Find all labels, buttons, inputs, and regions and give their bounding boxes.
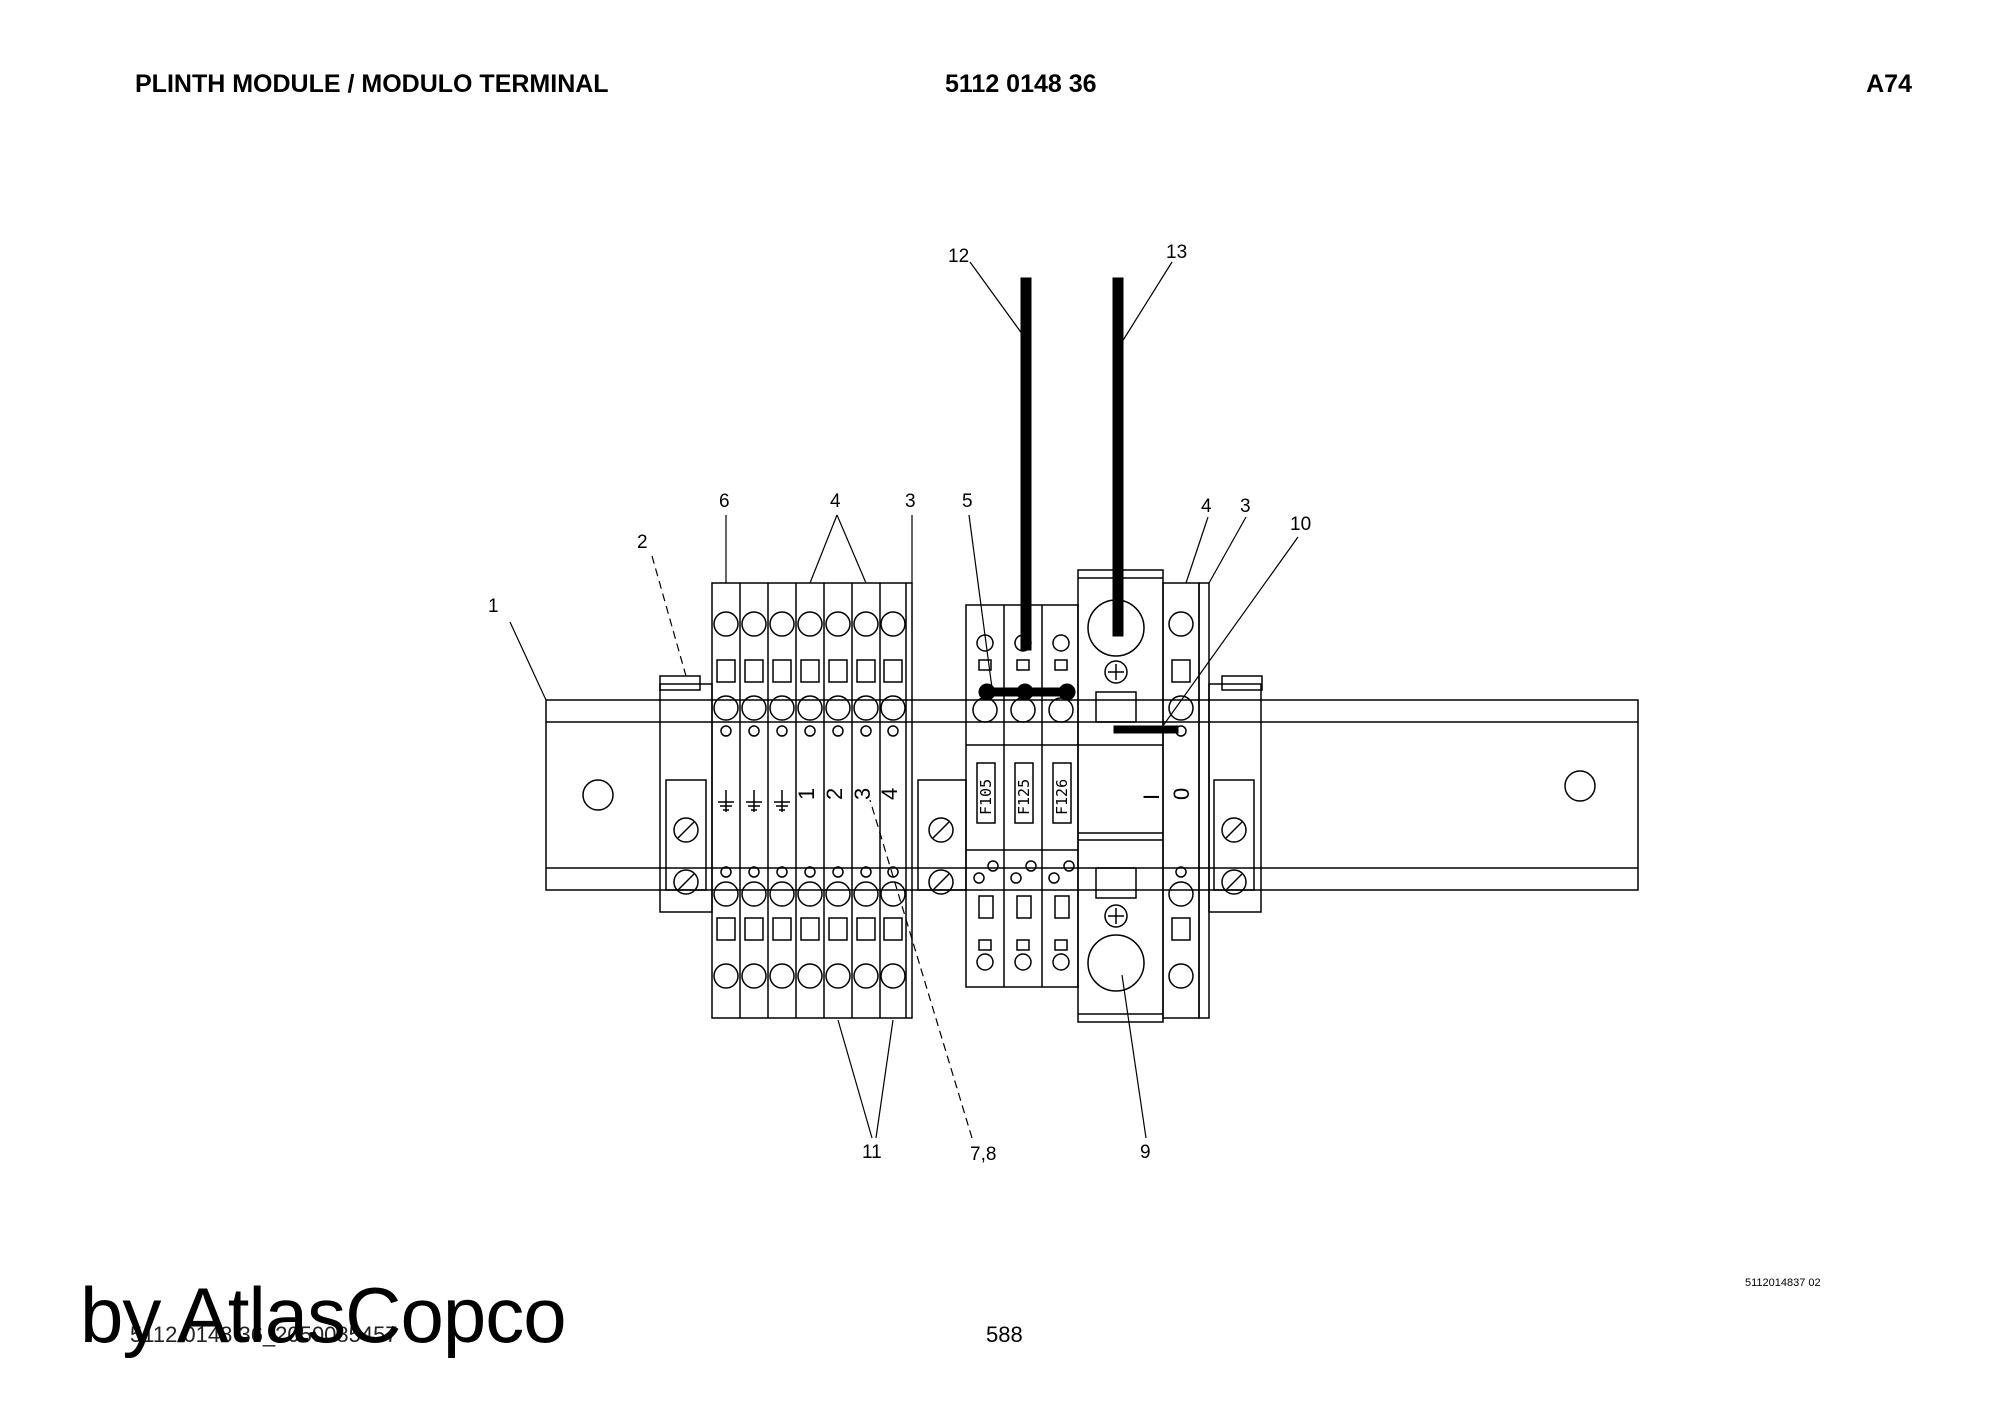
page-reference: A74 <box>1866 70 1912 98</box>
terminal-bottom-holes <box>713 866 906 989</box>
fuse-label: F105 <box>977 779 995 815</box>
switch-labels: I 0 <box>1139 788 1194 800</box>
page-number: 588 <box>986 1322 1023 1347</box>
callout: 6 <box>719 491 730 512</box>
end-clamp-middle <box>917 779 967 895</box>
terminal-number: 3 <box>850 788 875 800</box>
switch-label: 0 <box>1169 788 1194 800</box>
callout: 3 <box>905 491 916 512</box>
callout: 3 <box>1240 496 1251 517</box>
fuse-label: F125 <box>1015 779 1033 815</box>
terminal-number: 1 <box>794 788 819 800</box>
callout: 13 <box>1166 242 1187 263</box>
terminal-number-labels: 1 2 3 4 <box>794 788 902 800</box>
cables <box>978 277 1179 734</box>
cable-12 <box>1020 277 1032 651</box>
watermark: by AtlasCopco <box>80 1271 567 1359</box>
callout: 7,8 <box>970 1144 996 1165</box>
terminal-top-holes <box>713 611 906 737</box>
switch-label: I <box>1139 794 1164 800</box>
callout: 4 <box>1201 496 1212 517</box>
callout: 4 <box>830 491 841 512</box>
cable-13 <box>1112 277 1124 637</box>
callout: 5 <box>962 491 973 512</box>
callout: 2 <box>637 532 648 553</box>
page-title: PLINTH MODULE / MODULO TERMINAL <box>135 70 609 98</box>
document-code: 5112 0148 36_2050085457 <box>130 1322 398 1347</box>
end-clamp-right <box>1208 675 1263 913</box>
leader-lines <box>509 261 1299 1139</box>
callout-labels: 1 2 6 4 3 5 12 13 4 3 10 11 7,8 9 <box>488 242 1311 1165</box>
drawing-reference-code: 5112014837 02 <box>1745 1277 1821 1289</box>
fuse-labels: F105 F125 F126 <box>977 779 1071 815</box>
end-clamp-left <box>659 675 713 913</box>
terminal-bank-left <box>711 582 913 1019</box>
fuse-label: F126 <box>1053 779 1071 815</box>
callout: 1 <box>488 596 499 617</box>
part-number: 5112 0148 36 <box>945 70 1097 98</box>
terminal-number: 2 <box>822 788 847 800</box>
terminal-number: 4 <box>877 788 902 800</box>
callout: 11 <box>862 1142 882 1163</box>
callout: 10 <box>1290 514 1311 535</box>
callout: 12 <box>948 246 969 267</box>
ground-symbols <box>718 790 790 812</box>
jumper-bar-10 <box>1113 725 1179 734</box>
din-rail <box>545 699 1639 891</box>
callout: 9 <box>1140 1142 1151 1163</box>
